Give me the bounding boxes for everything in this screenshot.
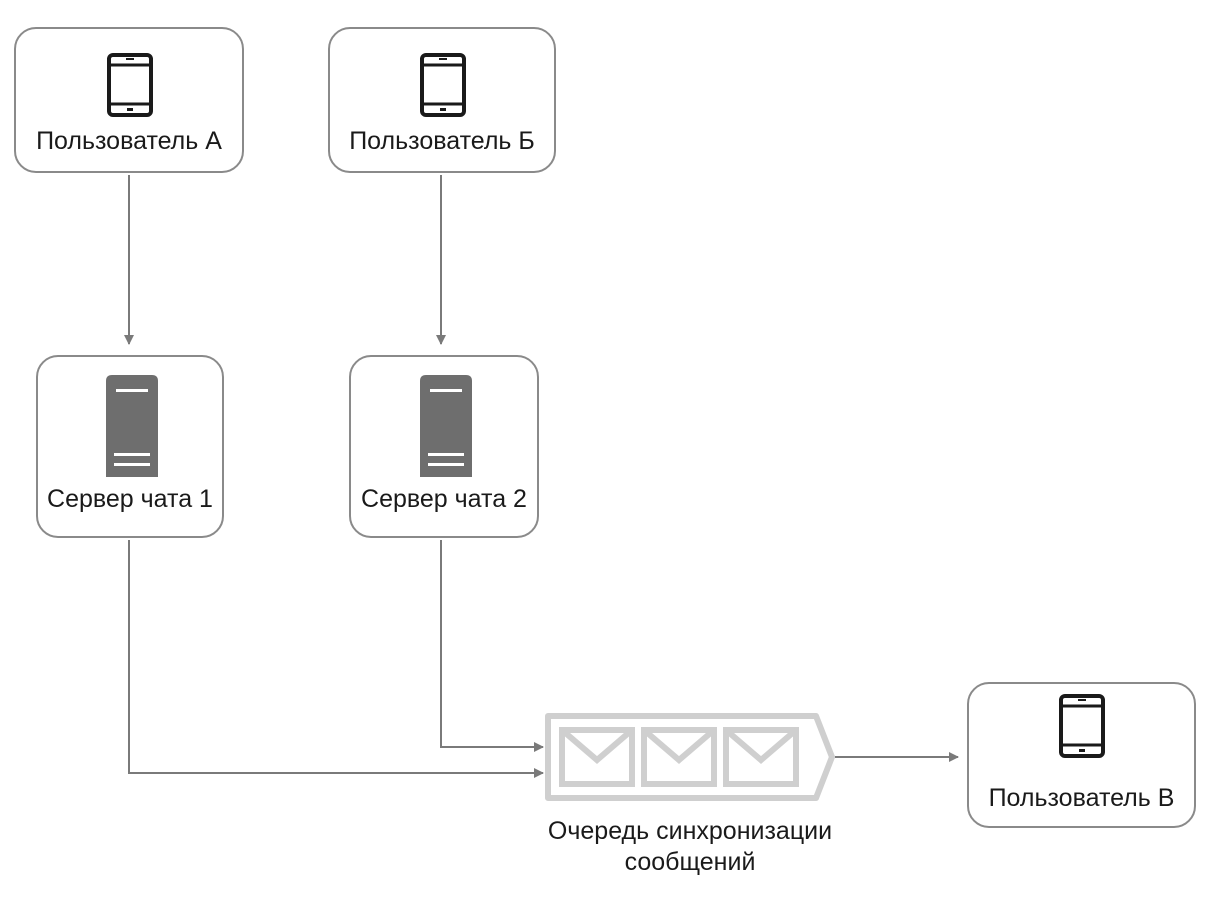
envelope-icon [641,727,717,787]
queue-label: Очередь синхронизации сообщений [510,816,870,878]
queue-label-line-2: сообщений [624,848,756,876]
node-label: Пользователь В [988,784,1175,812]
message-queue-icon[interactable] [544,712,838,802]
node-user-v[interactable]: Пользователь В [967,682,1196,828]
node-chat-server-2[interactable]: Сервер чата 2 [349,355,539,538]
node-chat-server-1[interactable]: Сервер чата 1 [36,355,224,538]
mobile-device-icon [107,53,153,117]
mobile-device-icon [420,53,466,117]
node-label: Пользователь Б [349,127,535,155]
envelope-icon [559,727,635,787]
node-user-b[interactable]: Пользователь Б [328,27,556,173]
mobile-device-icon [1059,694,1105,758]
node-user-a[interactable]: Пользователь А [14,27,244,173]
node-label: Сервер чата 1 [47,485,213,513]
queue-label-line-1: Очередь синхронизации [547,817,833,845]
envelope-icon [723,727,799,787]
node-label: Пользователь А [36,127,222,155]
edge-server-1-to-queue [128,540,544,778]
server-icon [420,375,472,477]
node-label: Сервер чата 2 [361,485,527,513]
edge-server-2-to-queue [440,540,544,752]
server-icon [106,375,158,477]
